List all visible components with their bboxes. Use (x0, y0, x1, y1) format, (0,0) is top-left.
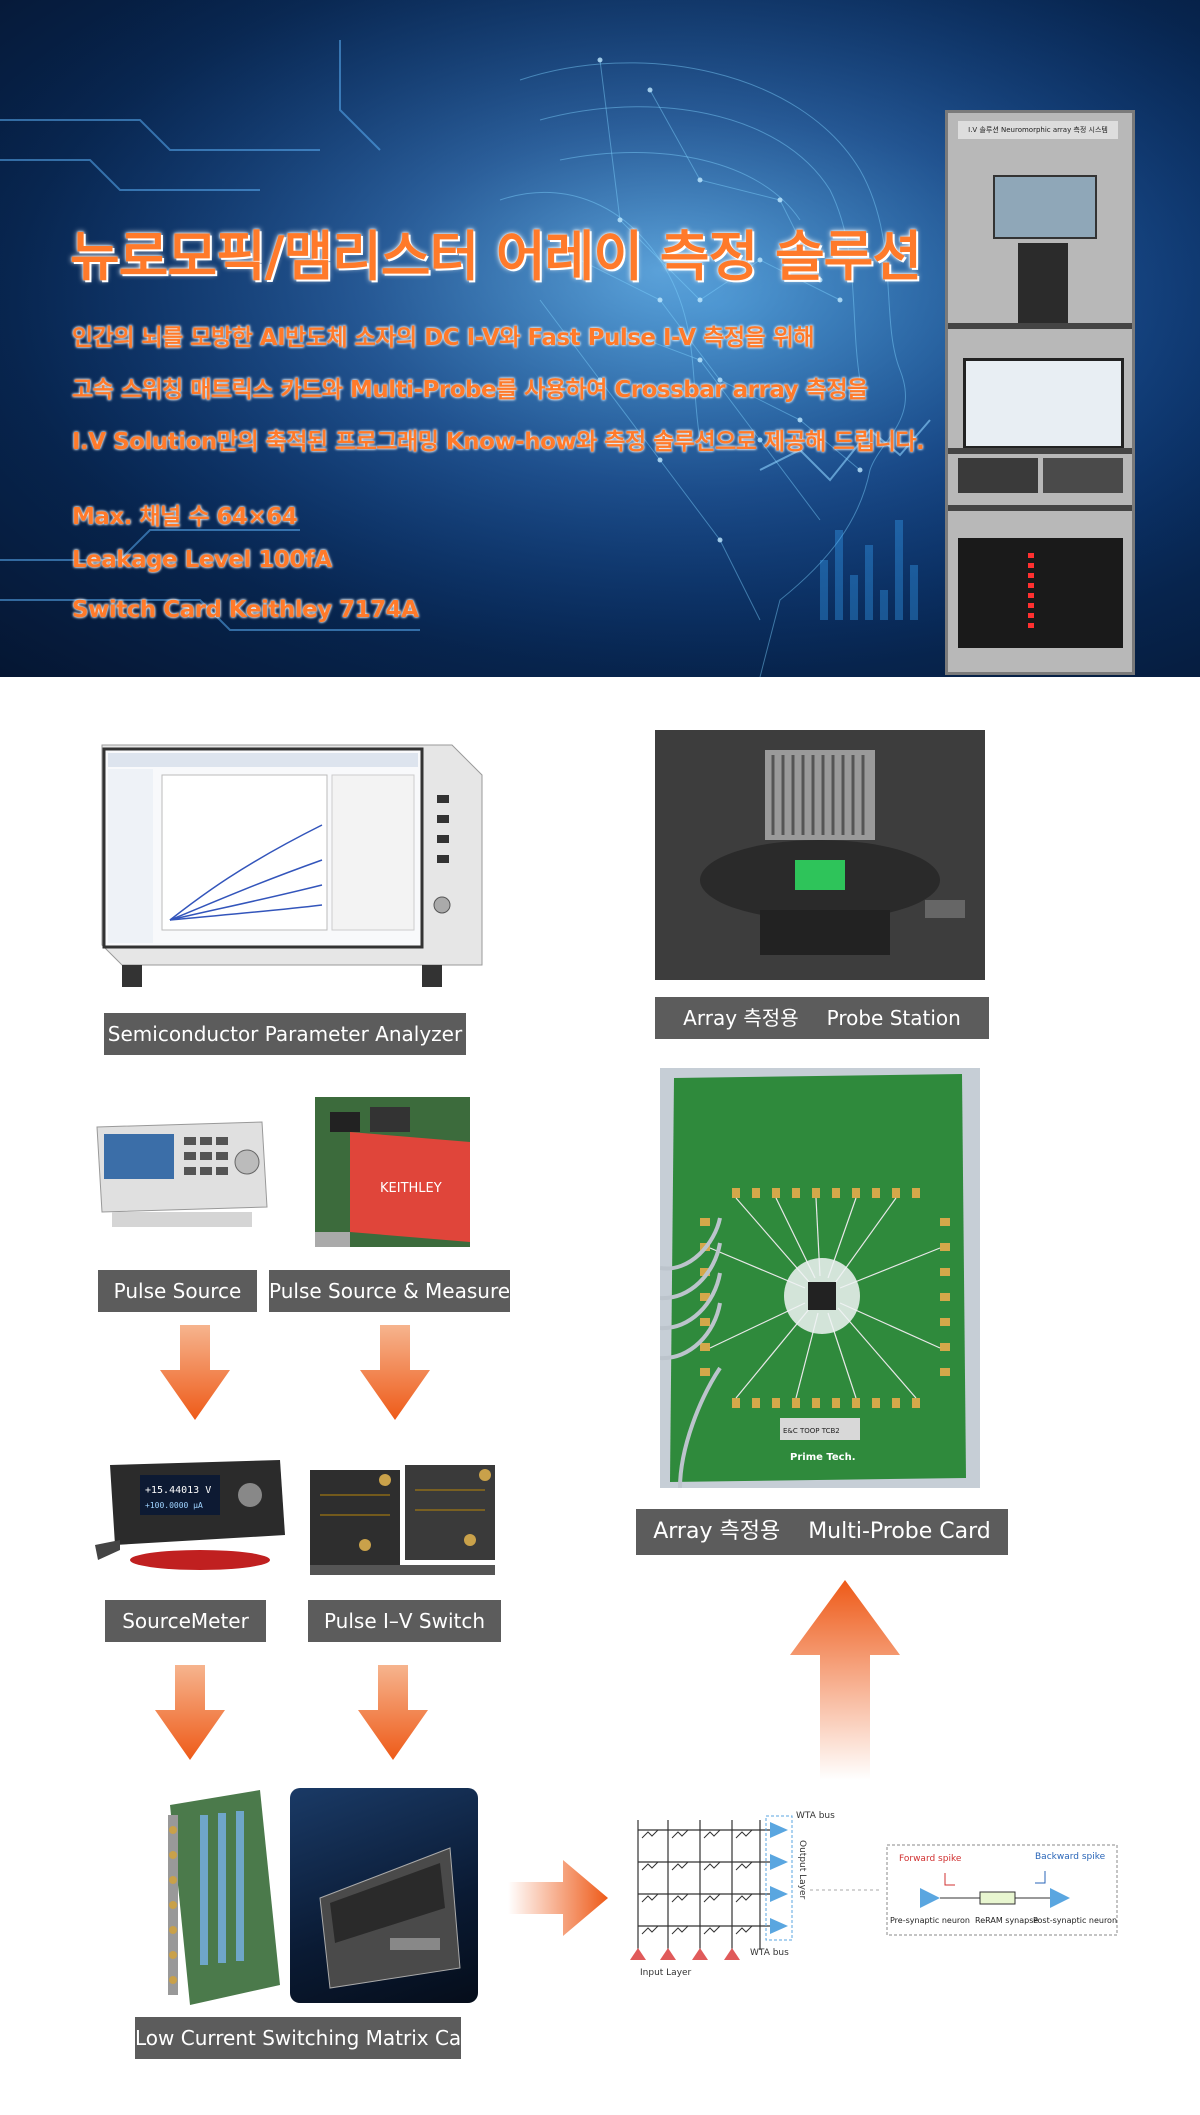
measurement-rack-photo: I.V 솔루션 Neuromorphic array 측정 시스템 (945, 110, 1135, 675)
intro-line-1: 인간의 뇌를 모방한 AI반도체 소자의 DC I-V와 Fast Pulse … (72, 325, 815, 351)
probe-station-photo (655, 730, 985, 980)
rack-label: I.V 솔루션 Neuromorphic array 측정 시스템 (958, 121, 1118, 139)
rack-shelf (948, 505, 1132, 511)
flow-arrow-down (360, 1325, 430, 1420)
input-layer-label: Input Layer (640, 1968, 692, 1978)
pulse-source-photo (92, 1112, 272, 1232)
label-probe-station-prefix: Array 측정용 (683, 1006, 799, 1030)
spec-max-channels: Max. 채널 수 64×64 (72, 504, 298, 530)
backward-spike-label: Backward spike (1035, 1852, 1106, 1862)
forward-spike-label: Forward spike (899, 1854, 962, 1864)
flow-arrow-down (160, 1325, 230, 1420)
label-pulse-source: Pulse Source (98, 1270, 257, 1312)
label-probe-station-name: Probe Station (826, 1006, 961, 1030)
sourcemeter-reading: +15.44013 V (145, 1485, 211, 1496)
label-probe-station: Array 측정용 Probe Station (655, 997, 989, 1039)
rack-microscope-screen (993, 175, 1097, 239)
reram-label: ReRAM synapse (975, 1916, 1038, 1925)
prime-tech-text: Prime Tech. (790, 1452, 856, 1463)
rack-shelf (948, 448, 1132, 454)
post-neuron-label: Post-synaptic neuron (1033, 1916, 1117, 1925)
spec-switch-card: Switch Card Keithley 7174A (72, 597, 419, 623)
label-parameter-analyzer: Semiconductor Parameter Analyzer (104, 1013, 466, 1055)
page-title: 뉴로모픽/맴리스터 어레이 측정 솔루션 (70, 225, 922, 288)
label-probe-card-prefix: Array 측정용 (653, 1519, 781, 1544)
flow-arrow-down (358, 1665, 428, 1760)
matrix-card-photo (150, 1785, 285, 2010)
rack-probe-stage (1018, 243, 1068, 323)
rack-switch-mainframe (958, 538, 1123, 648)
flow-arrow-right (508, 1860, 608, 1936)
flow-arrow-up (790, 1580, 900, 1780)
wta-bus-bottom-label: WTA bus (750, 1948, 789, 1958)
label-pulse-iv-switch: Pulse I–V Switch (308, 1600, 501, 1642)
crossbar-array-diagram: WTA bus WTA bus Output Layer Input Layer (630, 1811, 880, 1978)
label-matrix-card: Low Current Switching Matrix Card (135, 2017, 482, 2059)
rack-shelf (948, 323, 1132, 329)
intro-line-2: 고속 스위칭 매트릭스 카드와 Multi-Probe를 사용하여 Crossb… (72, 377, 868, 403)
wta-bus-top-label: WTA bus (796, 1811, 835, 1821)
label-probe-card-name: Multi-Probe Card (808, 1519, 991, 1544)
pulse-iv-switch-photo (305, 1455, 505, 1580)
label-multi-probe-card: Array 측정용 Multi-Probe Card (636, 1509, 1008, 1555)
switch-mainframe-photo (290, 1788, 478, 2003)
hero-banner: I.V 솔루션 Neuromorphic array 측정 시스템 뉴로모픽/맴… (0, 0, 1200, 677)
rack-instrument-dmm (1043, 458, 1123, 493)
pre-neuron-label: Pre-synaptic neuron (890, 1916, 970, 1925)
parameter-analyzer-photo (92, 735, 487, 990)
label-sourcemeter: SourceMeter (105, 1600, 266, 1642)
multi-probe-card-photo: E&C TOOP TCB2 Prime Tech. (660, 1068, 980, 1488)
probe-card-code: E&C TOOP TCB2 (783, 1427, 840, 1435)
rack-instrument-sourcemeter (958, 458, 1038, 493)
label-pulse-source-measure: Pulse Source & Measure (269, 1270, 510, 1312)
flow-arrow-down (155, 1665, 225, 1760)
intro-line-3: I.V Solution만의 축적된 프로그래밍 Know-how와 측정 솔루… (72, 429, 925, 455)
keithley-brand-text: KEITHLEY (380, 1181, 442, 1196)
rack-monitor (963, 358, 1124, 449)
output-layer-label: Output Layer (797, 1840, 807, 1900)
sourcemeter-reading-2: +100.0000 μA (145, 1501, 203, 1510)
synapse-diagram: Forward spike Backward spike Pre-synapti… (886, 1844, 1118, 1936)
pulse-card-photo: KEITHLEY (310, 1092, 475, 1252)
spec-leakage-level: Leakage Level 100fA (72, 547, 332, 573)
sourcemeter-photo: +15.44013 V +100.0000 μA (90, 1455, 290, 1575)
